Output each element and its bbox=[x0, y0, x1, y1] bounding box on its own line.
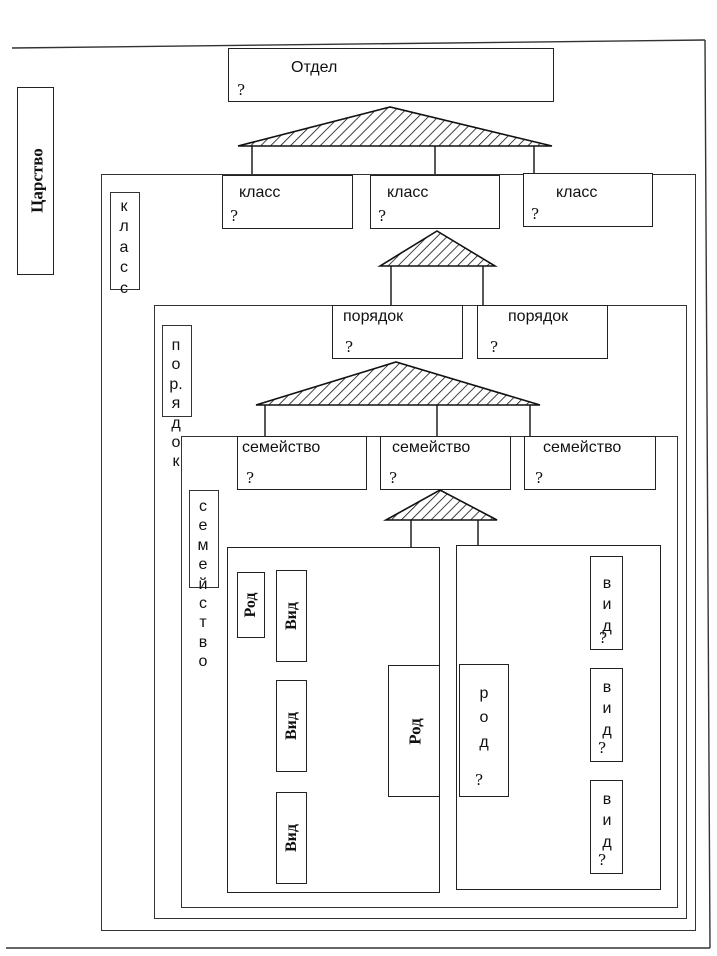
species-label: Вид bbox=[283, 712, 300, 740]
division-question: ? bbox=[237, 81, 246, 99]
family-box-3: семейство ? bbox=[524, 436, 656, 490]
class-box-3: класс ? bbox=[523, 173, 653, 227]
family-label: семейство bbox=[543, 439, 622, 456]
family-frame-label-box bbox=[189, 490, 219, 588]
order-frame-label: п о р. я д о к bbox=[169, 337, 183, 471]
species-right-question: ? bbox=[598, 851, 607, 869]
species-label: Вид bbox=[283, 824, 300, 852]
class-box-2: класс ? bbox=[370, 175, 500, 229]
species-box-2: Вид bbox=[276, 680, 307, 772]
outer-frame-top bbox=[11, 39, 706, 49]
kingdom-label: Царство bbox=[27, 148, 47, 213]
kingdom-box: Царство bbox=[17, 87, 54, 275]
class-label: класс bbox=[556, 184, 598, 201]
family-box-2: семейство ? bbox=[380, 436, 511, 490]
species-right-box-1: в и д ? bbox=[590, 556, 623, 650]
order-label: порядок bbox=[343, 308, 404, 325]
family-question: ? bbox=[246, 469, 255, 487]
class-frame-bracket bbox=[110, 192, 140, 290]
family-triangle bbox=[382, 489, 498, 521]
order-label: порядок bbox=[508, 308, 569, 325]
order-question: ? bbox=[490, 338, 499, 356]
genus-right-question: ? bbox=[475, 771, 484, 789]
species-right-label: в и д bbox=[602, 679, 612, 739]
family-question: ? bbox=[389, 469, 398, 487]
class-frame bbox=[101, 174, 696, 931]
order-box-2: порядок ? bbox=[477, 305, 608, 359]
family-box-1: семейство ? bbox=[237, 436, 367, 490]
order-frame-label-box bbox=[162, 325, 192, 417]
class-label: класс bbox=[387, 184, 429, 201]
genus-left-title-box: Род bbox=[237, 572, 265, 638]
family-label: семейство bbox=[392, 439, 471, 456]
species-label: Вид bbox=[283, 602, 300, 630]
class-frame-label: к л а с с bbox=[119, 198, 129, 297]
class-question: ? bbox=[230, 207, 239, 225]
division-triangle bbox=[237, 106, 553, 147]
species-right-label: в и д bbox=[602, 575, 612, 635]
family-label: семейство bbox=[242, 439, 321, 456]
species-right-question: ? bbox=[599, 629, 608, 647]
species-box-1: Вид bbox=[276, 570, 307, 662]
class-triangle bbox=[377, 230, 498, 267]
genus-right-box: р о д ? bbox=[459, 664, 509, 797]
class-question: ? bbox=[378, 207, 387, 225]
division-box: Отдел ? bbox=[228, 48, 554, 102]
order-triangle bbox=[255, 361, 541, 406]
outer-frame-right bbox=[704, 39, 711, 949]
family-frame-label: с е м е й с т в о bbox=[197, 498, 209, 671]
order-box-1: порядок ? bbox=[332, 305, 463, 359]
class-question: ? bbox=[531, 205, 540, 223]
class-label: класс bbox=[239, 184, 281, 201]
genus-right-label: р о д bbox=[479, 685, 489, 751]
class-frame-bracket-left bbox=[110, 192, 116, 290]
species-right-box-2: в и д ? bbox=[590, 668, 623, 762]
species-box-3: Вид bbox=[276, 792, 307, 884]
species-right-box-3: в и д ? bbox=[590, 780, 623, 874]
genus-left-label: Род bbox=[405, 718, 425, 745]
order-question: ? bbox=[345, 338, 354, 356]
genus-left-title: Род bbox=[242, 592, 259, 618]
genus-left-box: Род bbox=[388, 665, 440, 797]
division-label: Отдел bbox=[291, 59, 338, 76]
family-question: ? bbox=[535, 469, 544, 487]
class-box-1: класс ? bbox=[222, 175, 353, 229]
species-right-label: в и д bbox=[602, 791, 612, 851]
species-right-question: ? bbox=[598, 739, 607, 757]
